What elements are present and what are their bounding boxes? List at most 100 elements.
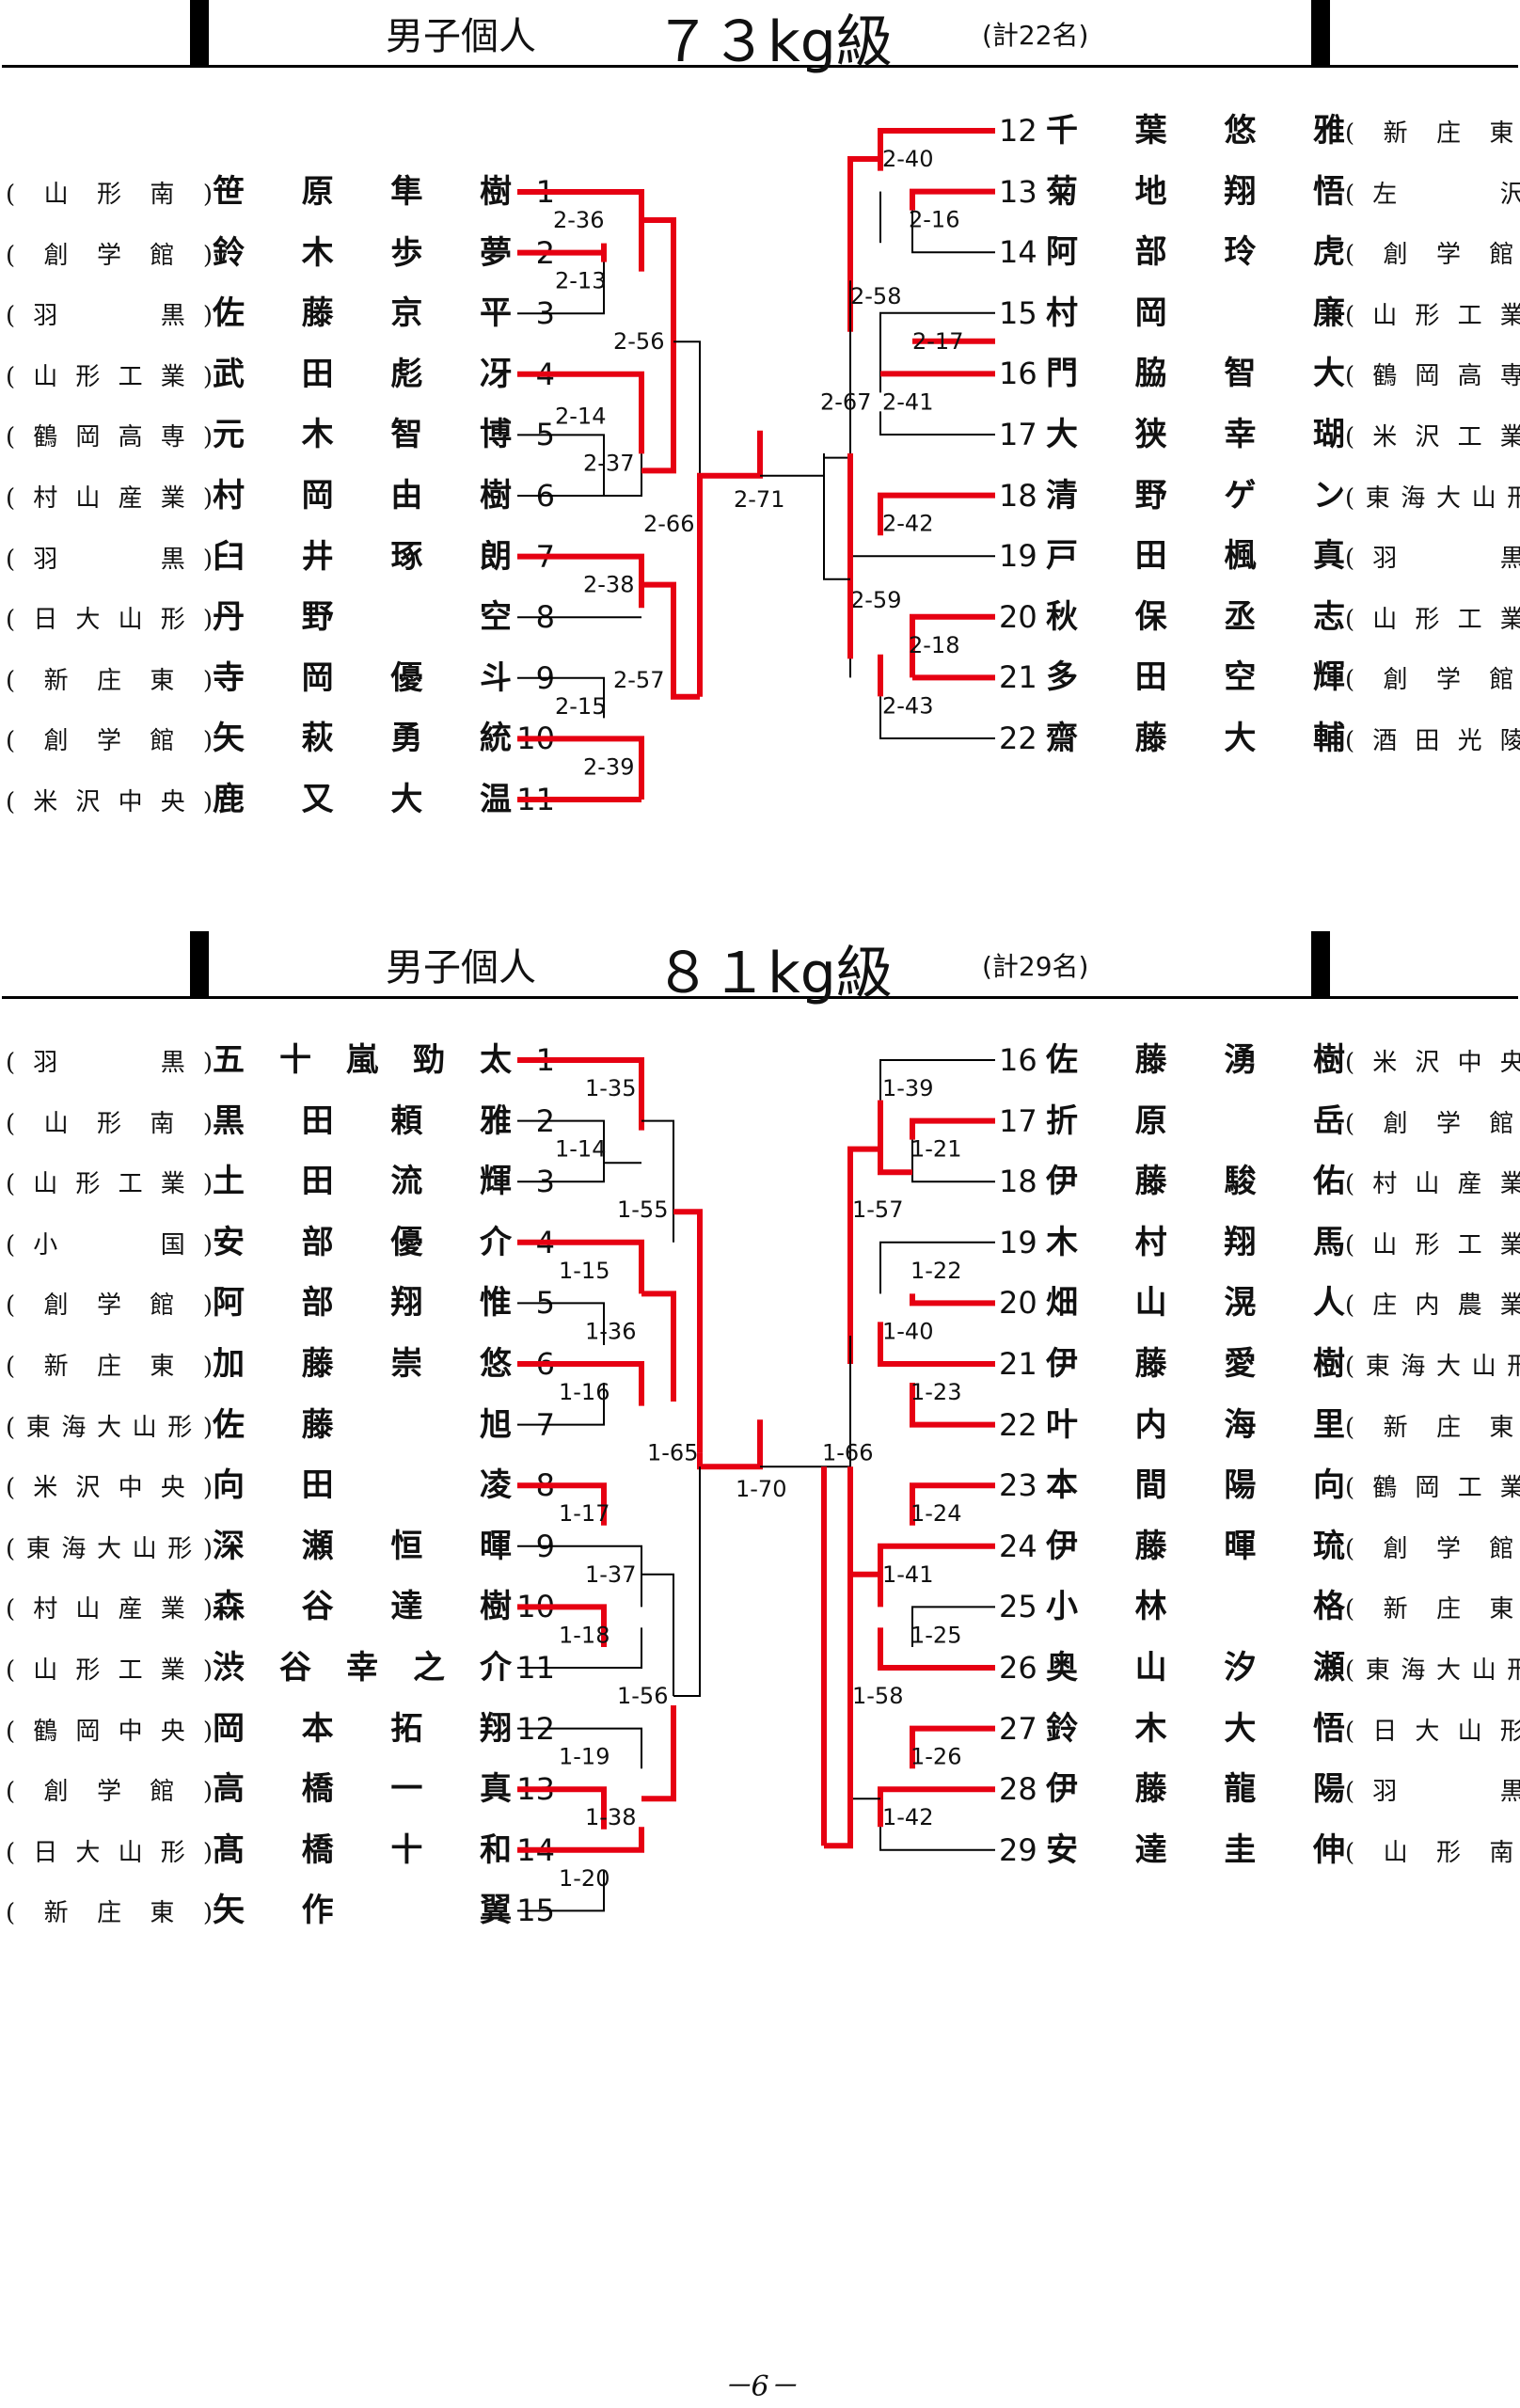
entry-name: 加藤崇悠: [213, 1345, 512, 1383]
match-label: 1-65: [647, 1440, 698, 1466]
entry-name: 本間陽向: [1046, 1466, 1345, 1505]
match-label: 1-70: [736, 1476, 786, 1502]
match-label: 2-14: [555, 403, 606, 429]
bracket-line: [673, 341, 701, 678]
match-label: 2-13: [555, 268, 606, 294]
entry-number: 19: [999, 538, 1037, 575]
match-label: 2-15: [555, 693, 606, 720]
bracket-line: [910, 1482, 995, 1526]
match-label: 2-38: [583, 572, 634, 598]
entry-name: 村岡由樹: [213, 477, 512, 515]
entry-name: 向田 凌: [213, 1466, 512, 1505]
entry-name: 小林 格: [1046, 1588, 1345, 1626]
match-label: 1-16: [559, 1379, 610, 1405]
entry-name: 黒田頼雅: [213, 1101, 512, 1140]
match-label: 1-58: [852, 1683, 903, 1709]
bracket-line: [878, 1543, 995, 1608]
entry-school: (創学館): [1345, 1534, 1520, 1563]
bracket-line: [697, 1452, 743, 1470]
bracket-line: [743, 430, 763, 479]
bracket-line: [823, 453, 850, 580]
match-label: 1-38: [585, 1804, 636, 1830]
match-label: 1-55: [617, 1196, 668, 1223]
entry-name: 木村翔馬: [1046, 1223, 1345, 1261]
match-label: 1-20: [559, 1865, 610, 1892]
entry-number: 14: [999, 234, 1037, 271]
bracket-line: [911, 1139, 995, 1183]
bracket-line: [517, 1057, 644, 1131]
bracket-line: [823, 280, 851, 459]
entry-name: 佐藤京平: [213, 294, 512, 333]
match-label: 1-24: [910, 1500, 961, 1527]
match-label: 2-67: [820, 388, 871, 415]
entry-school: (創学館): [6, 241, 213, 270]
bracket-line: [517, 1302, 605, 1345]
weight-class: ７３kg級: [655, 9, 893, 75]
bracket-line: [517, 1162, 641, 1183]
entry-name: 丹野 空: [213, 598, 512, 637]
bracket-line: [910, 1725, 995, 1769]
entry-school: (東海大山形): [6, 1413, 213, 1442]
entry-name: 菊地翔悟: [1046, 172, 1345, 211]
bracket-line: [517, 676, 605, 719]
match-label: 1-40: [882, 1318, 933, 1344]
bracket-line: [879, 1059, 995, 1101]
match-label: 1-57: [852, 1196, 903, 1223]
section-title: 男子個人: [386, 946, 536, 990]
entry-school: (山形工業): [6, 1656, 213, 1685]
match-label: 1-17: [559, 1500, 610, 1527]
match-label: 1-14: [555, 1136, 606, 1163]
match-label: 2-18: [909, 632, 959, 658]
entry-school: (東海大山形): [1345, 483, 1520, 513]
entry-name: 清野ゲン: [1046, 476, 1345, 515]
bracket-line: [641, 217, 676, 372]
entry-name: 鈴木歩夢: [213, 233, 512, 272]
entry-school: (鶴岡高専): [1345, 362, 1520, 391]
bracket-line: [517, 1870, 605, 1912]
match-label: 2-43: [882, 692, 933, 719]
bracket-line: [697, 472, 743, 697]
entry-school: (山形工業): [1345, 301, 1520, 330]
match-label: 1-37: [585, 1561, 636, 1588]
entry-school: (創学館): [1345, 666, 1520, 695]
bracket-line: [878, 1100, 912, 1176]
entry-school: (新庄東): [1345, 119, 1520, 148]
entry-name: 矢萩勇統: [213, 720, 512, 758]
bracket-line: [641, 581, 700, 700]
entry-name: 畑山滉人: [1046, 1284, 1345, 1323]
match-label: 1-15: [559, 1258, 610, 1284]
entry-number: 26: [999, 1650, 1037, 1686]
match-label: 1-41: [882, 1561, 933, 1588]
entry-school: (山形工業): [1345, 605, 1520, 634]
entry-name: 深瀬恒暉: [213, 1527, 512, 1565]
header-bar-right: [1311, 931, 1330, 999]
entry-school: (山形南): [1345, 1838, 1520, 1867]
bracket-line: [879, 311, 995, 393]
bracket-line: [517, 1604, 607, 1647]
entry-school: (小 国): [6, 1230, 213, 1259]
bracket-line: [878, 1786, 995, 1828]
match-label: 2-66: [643, 511, 694, 537]
entry-number: 22: [999, 721, 1037, 756]
bracket-line: [847, 1146, 880, 1364]
match-label: 2-71: [734, 486, 784, 513]
entry-school: (村山産業): [6, 1595, 213, 1624]
match-label: 2-17: [912, 328, 963, 355]
entry-name: 渋谷幸之介: [213, 1649, 512, 1687]
bracket-line: [911, 210, 995, 254]
match-label: 1-21: [910, 1136, 961, 1163]
entry-name: 高橋一真: [213, 1770, 512, 1809]
